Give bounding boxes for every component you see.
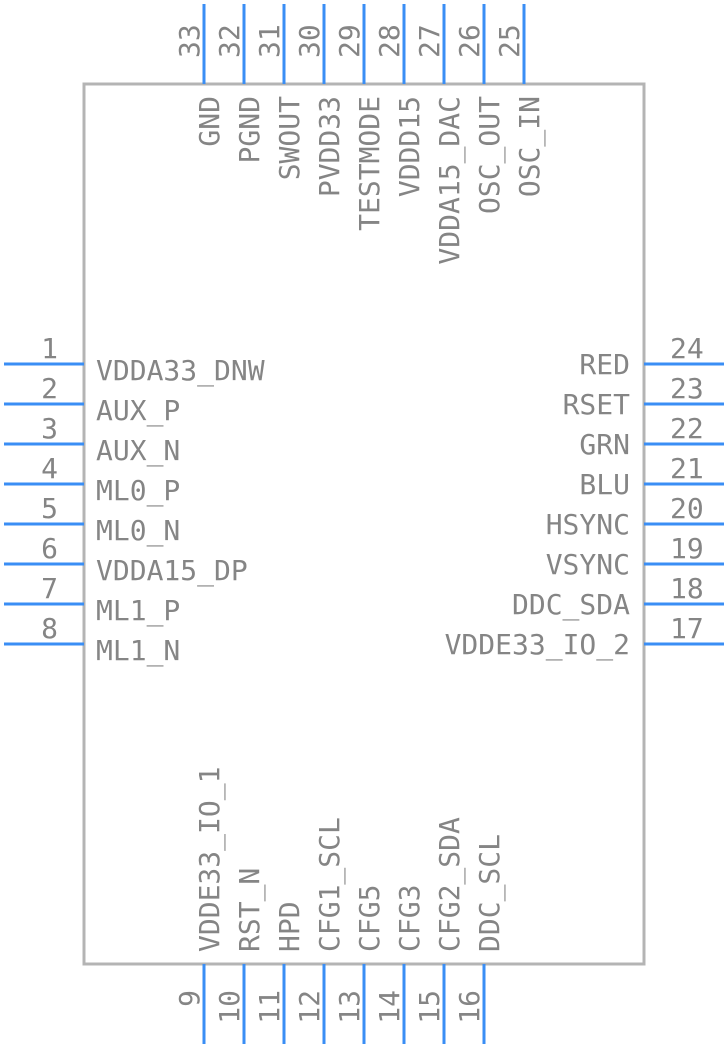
pin-2-number: 2 bbox=[41, 372, 58, 405]
pin-16-number: 16 bbox=[453, 990, 486, 1024]
pin-group: 33GND32PGND31SWOUT30PVDD3329TESTMODE28VD… bbox=[4, 4, 724, 1044]
pin-31-number: 31 bbox=[253, 24, 286, 58]
pin-2-name: AUX_P bbox=[96, 394, 180, 428]
pin-11-name: HPD bbox=[273, 901, 306, 952]
pin-15-number: 15 bbox=[413, 990, 446, 1024]
pin-12-number: 12 bbox=[293, 990, 326, 1024]
pin-3-number: 3 bbox=[41, 412, 58, 445]
pin-12-name: CFG1_SCL bbox=[313, 817, 347, 952]
pin-28-name: VDDD15 bbox=[393, 96, 426, 197]
pin-6-name: VDDA15_DP bbox=[96, 554, 248, 588]
pin-26-name: OSC_OUT bbox=[473, 96, 507, 214]
ic-body-outline bbox=[82, 82, 646, 966]
pin-11-number: 11 bbox=[253, 990, 286, 1024]
pin-13-number: 13 bbox=[333, 990, 366, 1024]
pin-23-number: 23 bbox=[670, 372, 704, 405]
pin-27-number: 27 bbox=[413, 24, 446, 58]
pin-9-number: 9 bbox=[173, 990, 206, 1007]
pin-14-number: 14 bbox=[373, 990, 406, 1024]
pin-23-name: RSET bbox=[563, 388, 631, 421]
pin-25-number: 25 bbox=[493, 24, 526, 58]
pin-10-number: 10 bbox=[213, 990, 246, 1024]
pin-32-number: 32 bbox=[213, 24, 246, 58]
pin-32-name: PGND bbox=[233, 96, 266, 163]
pin-20-name: HSYNC bbox=[546, 508, 630, 541]
pin-25-name: OSC_IN bbox=[513, 96, 547, 197]
pin-24-number: 24 bbox=[670, 332, 704, 365]
pin-20-number: 20 bbox=[670, 492, 704, 525]
pin-16-name: DDC_SCL bbox=[473, 834, 507, 952]
pin-21-name: BLU bbox=[579, 468, 630, 501]
pin-9-name: VDDE33_IO_1 bbox=[193, 767, 227, 952]
pin-1-name: VDDA33_DNW bbox=[96, 354, 265, 388]
pin-29-number: 29 bbox=[333, 24, 366, 58]
pin-30-name: PVDD33 bbox=[313, 96, 346, 197]
pin-22-number: 22 bbox=[670, 412, 704, 445]
pin-7-name: ML1_P bbox=[96, 594, 180, 628]
pin-31-name: SWOUT bbox=[273, 96, 306, 180]
pin-5-name: ML0_N bbox=[96, 514, 180, 548]
pin-33-number: 33 bbox=[173, 24, 206, 58]
pin-27-name: VDDA15_DAC bbox=[433, 96, 467, 265]
pin-6-number: 6 bbox=[41, 532, 58, 565]
pin-8-number: 8 bbox=[41, 612, 58, 645]
pin-14-name: CFG3 bbox=[393, 885, 426, 952]
pin-13-name: CFG5 bbox=[353, 885, 386, 952]
pin-29-name: TESTMODE bbox=[353, 96, 386, 231]
pin-30-number: 30 bbox=[293, 24, 326, 58]
pin-5-number: 5 bbox=[41, 492, 58, 525]
pin-19-name: VSYNC bbox=[546, 548, 630, 581]
pin-7-number: 7 bbox=[41, 572, 58, 605]
pin-22-name: GRN bbox=[579, 428, 630, 461]
pin-4-number: 4 bbox=[41, 452, 58, 485]
pin-3-name: AUX_N bbox=[96, 434, 180, 468]
pin-15-name: CFG2_SDA bbox=[433, 817, 467, 952]
pin-18-name: DDC_SDA bbox=[512, 588, 630, 622]
pin-26-number: 26 bbox=[453, 24, 486, 58]
pin-21-number: 21 bbox=[670, 452, 704, 485]
pin-18-number: 18 bbox=[670, 572, 704, 605]
pin-33-name: GND bbox=[193, 96, 226, 147]
pin-28-number: 28 bbox=[373, 24, 406, 58]
pin-1-number: 1 bbox=[41, 332, 58, 365]
pin-19-number: 19 bbox=[670, 532, 704, 565]
pin-17-name: VDDE33_IO_2 bbox=[445, 628, 630, 662]
pin-4-name: ML0_P bbox=[96, 474, 180, 508]
pin-10-name: RST_N bbox=[233, 868, 267, 952]
pin-8-name: ML1_N bbox=[96, 634, 180, 668]
pin-17-number: 17 bbox=[670, 612, 704, 645]
pin-24-name: RED bbox=[579, 348, 630, 381]
